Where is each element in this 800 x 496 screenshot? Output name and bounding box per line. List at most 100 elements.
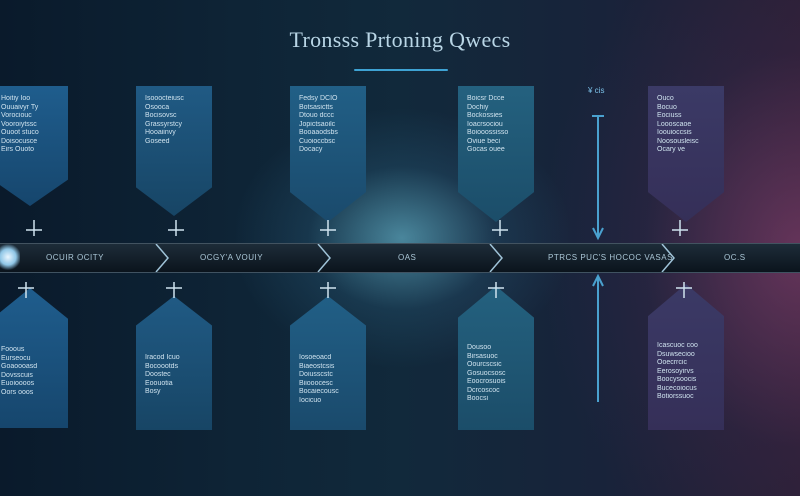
card-line: Botiorssuoc — [657, 393, 694, 400]
card-line: Boocysoocis — [657, 376, 697, 383]
card-line: Isooocteiusc — [145, 95, 184, 102]
bottom-card-1: Fooous Eurseocu Goaoooasd Dovsscuis Euoi… — [0, 288, 68, 428]
card-line: Eociuss — [657, 112, 682, 119]
card-line: Gocas ouee — [467, 146, 505, 153]
card-line: Dousoo — [467, 344, 492, 351]
card-line: Eirs Ouoto — [1, 146, 35, 153]
card-line: Eerosoyirvs — [657, 367, 694, 375]
tick-mark-icon — [18, 282, 34, 298]
card-line: Iocicuo — [299, 396, 322, 404]
timeline-segment-3: OAS — [398, 253, 417, 262]
tick-mark-icon — [166, 282, 182, 298]
card-line: Boiooossisso — [467, 129, 509, 136]
card-line: Oourcscsic — [467, 361, 502, 368]
card-line: Bocaiecousc — [299, 388, 339, 395]
bottom-card-3: Iosoeoacd Biaeostcsis Doiusscstc Biioooc… — [290, 296, 366, 430]
card-line: Euoioooos — [1, 380, 35, 387]
title-underline — [354, 69, 448, 71]
card-line: Hooaiinvy — [145, 129, 176, 136]
tick-mark-icon — [676, 282, 692, 298]
top-card-1: Hoitiy Ioo Ouuaivyr Ty Vorociouc Vooroiy… — [0, 86, 68, 206]
timeline-segment-1: OCUIR OCITY — [46, 253, 104, 262]
bottom-card-2: Iracod Icuo Bocoootds Doostec Eoouotia B… — [136, 296, 212, 430]
card-line: Ouoot stuco — [1, 129, 39, 136]
tick-mark-icon — [320, 282, 336, 298]
card-line: Oviue beci — [467, 137, 501, 145]
card-line: Ouco — [657, 95, 674, 102]
tick-mark-icon — [320, 220, 336, 236]
card-line: Goseed — [145, 137, 170, 145]
card-line: Biiooocesc — [299, 379, 333, 387]
chevron-marker-4 — [661, 244, 675, 272]
arrow-down-icon — [592, 115, 604, 241]
card-line: Vorociouc — [1, 112, 32, 119]
card-line: Dtouo dccc — [299, 112, 335, 119]
chevron-marker-3 — [489, 244, 503, 272]
timeline-start-glow — [0, 244, 20, 270]
chevron-marker-1 — [155, 244, 169, 272]
card-line: Vooroiytssc — [1, 120, 37, 128]
card-line: Dcrcoscoc — [467, 386, 500, 394]
card-line: Bosy — [145, 388, 161, 395]
card-line: Bocisovsc — [145, 112, 177, 119]
card-line: Jopictsaoilc — [299, 120, 336, 128]
tick-mark-icon — [492, 220, 508, 236]
card-line: Docacy — [299, 146, 323, 153]
top-card-3: Fedsy DCIO Botsasictts Dtouo dccc Jopict… — [290, 86, 366, 222]
card-line: Ocary ve — [657, 146, 686, 153]
bottom-card-4: Dousoo Birsasuoc Oourcscsic Gosuocsosc E… — [458, 286, 534, 430]
card-line: Bockossies — [467, 112, 503, 119]
card-line: Eoocrosuois — [467, 378, 506, 385]
card-line: Dsuwsecioo — [657, 350, 695, 358]
arrow-label: ¥ cis — [588, 86, 605, 95]
card-line: Bocoootds — [145, 362, 179, 370]
card-line: Ooecrrcic — [657, 359, 687, 366]
card-line: Dovsscuis — [1, 371, 33, 379]
card-line: Doisocusce — [1, 137, 38, 145]
timeline-bar: OCUIR OCITY OCGY'A VOUIY OAS PTRCS PUC'S… — [0, 243, 800, 273]
card-line: Eurseocu — [1, 354, 31, 362]
timeline-segment-5: OC.S — [724, 253, 746, 262]
tick-mark-icon — [488, 282, 504, 298]
tick-mark-icon — [672, 220, 688, 236]
card-line: Ioacrsociou — [467, 120, 503, 128]
card-line: Bucecoiocus — [657, 384, 697, 392]
card-line: Hoitiy Ioo — [1, 95, 31, 102]
top-card-5: Ouco Bocuo Eociuss Loooscaoe Ioouioccsis… — [648, 86, 724, 222]
card-line: Goaoooasd — [1, 363, 38, 370]
top-card-2: Isooocteiusc Osooca Bocisovsc Grassyrstc… — [136, 86, 212, 216]
card-line: Doiusscstc — [299, 371, 333, 378]
card-line: Biaeostcsis — [299, 362, 335, 370]
card-line: Birsasuoc — [467, 352, 498, 360]
card-line: Fedsy DCIO — [299, 95, 338, 102]
chevron-marker-2 — [317, 244, 331, 272]
timeline-segment-2: OCGY'A VOUIY — [200, 253, 264, 262]
card-line: Icascuoc coo — [657, 342, 698, 349]
card-line: Booaaodsbs — [299, 129, 338, 136]
card-line: Oors ooos — [1, 388, 34, 396]
top-card-4: Boicsr Dcce Dochiy Bockossies Ioacrsocio… — [458, 86, 534, 222]
card-line: Cuoioccbsc — [299, 137, 336, 145]
card-line: Bocuo — [657, 103, 677, 111]
card-line: Ioouioccsis — [657, 129, 692, 136]
card-line: Fooous — [1, 346, 25, 353]
card-line: Loooscaoe — [657, 120, 692, 128]
card-line: Noosousleisc — [657, 137, 699, 145]
card-line: Ouuaivyr Ty — [1, 103, 39, 111]
arrow-up-icon — [592, 274, 604, 402]
card-line: Dochiy — [467, 103, 489, 111]
card-line: Osooca — [145, 103, 170, 111]
tick-mark-icon — [26, 220, 42, 236]
card-line: Iosoeoacd — [299, 354, 332, 361]
card-line: Grassyrstcy — [145, 120, 182, 128]
card-line: Gosuocsosc — [467, 369, 506, 377]
timeline-segment-4: PTRCS PUC'S HOCOC VASAS — [548, 253, 673, 262]
card-line: Eoouotia — [145, 379, 173, 387]
card-line: Botsasictts — [299, 103, 333, 111]
card-line: Iracod Icuo — [145, 354, 180, 361]
tick-mark-icon — [168, 220, 184, 236]
page-title: Tronsss Prtoning Qwecs — [289, 27, 511, 52]
card-line: Doostec — [145, 371, 171, 378]
card-line: Boocsi — [467, 395, 489, 402]
card-line: Boicsr Dcce — [467, 95, 505, 102]
